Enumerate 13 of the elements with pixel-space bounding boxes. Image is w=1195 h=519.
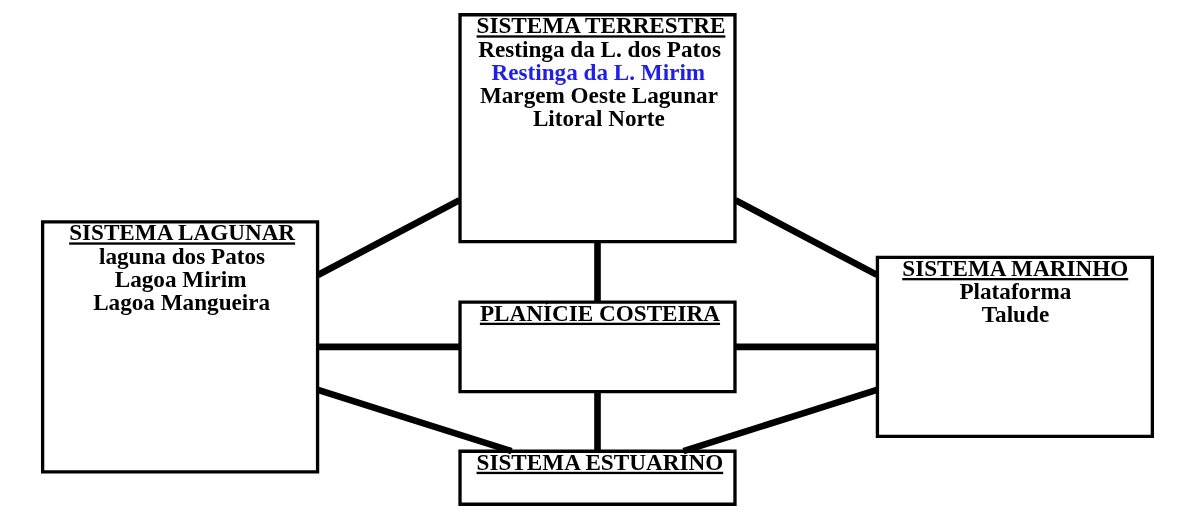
connector bbox=[733, 197, 879, 278]
connector bbox=[316, 386, 513, 455]
node-box: SISTEMA LAGUNAR laguna dos Patos Lagoa Mirim Lagoa Mangueira bbox=[40, 220, 320, 474]
connector bbox=[735, 343, 877, 351]
node-box: SISTEMA MARINHO Plataforma Talude bbox=[875, 255, 1155, 438]
node-box: SISTEMA TERRESTRE Restinga da L. dos Patos Restinga da L. Mirim Margem Oeste Lagunar Litoral Norte bbox=[458, 13, 737, 244]
connector bbox=[682, 386, 878, 455]
connector bbox=[594, 391, 601, 452]
connector bbox=[316, 197, 462, 278]
connector bbox=[594, 242, 601, 303]
node-box: SISTEMA ESTUARINO bbox=[458, 449, 737, 506]
connector bbox=[317, 343, 460, 351]
node-box: PLANÍCIE COSTEIRA bbox=[458, 300, 737, 394]
